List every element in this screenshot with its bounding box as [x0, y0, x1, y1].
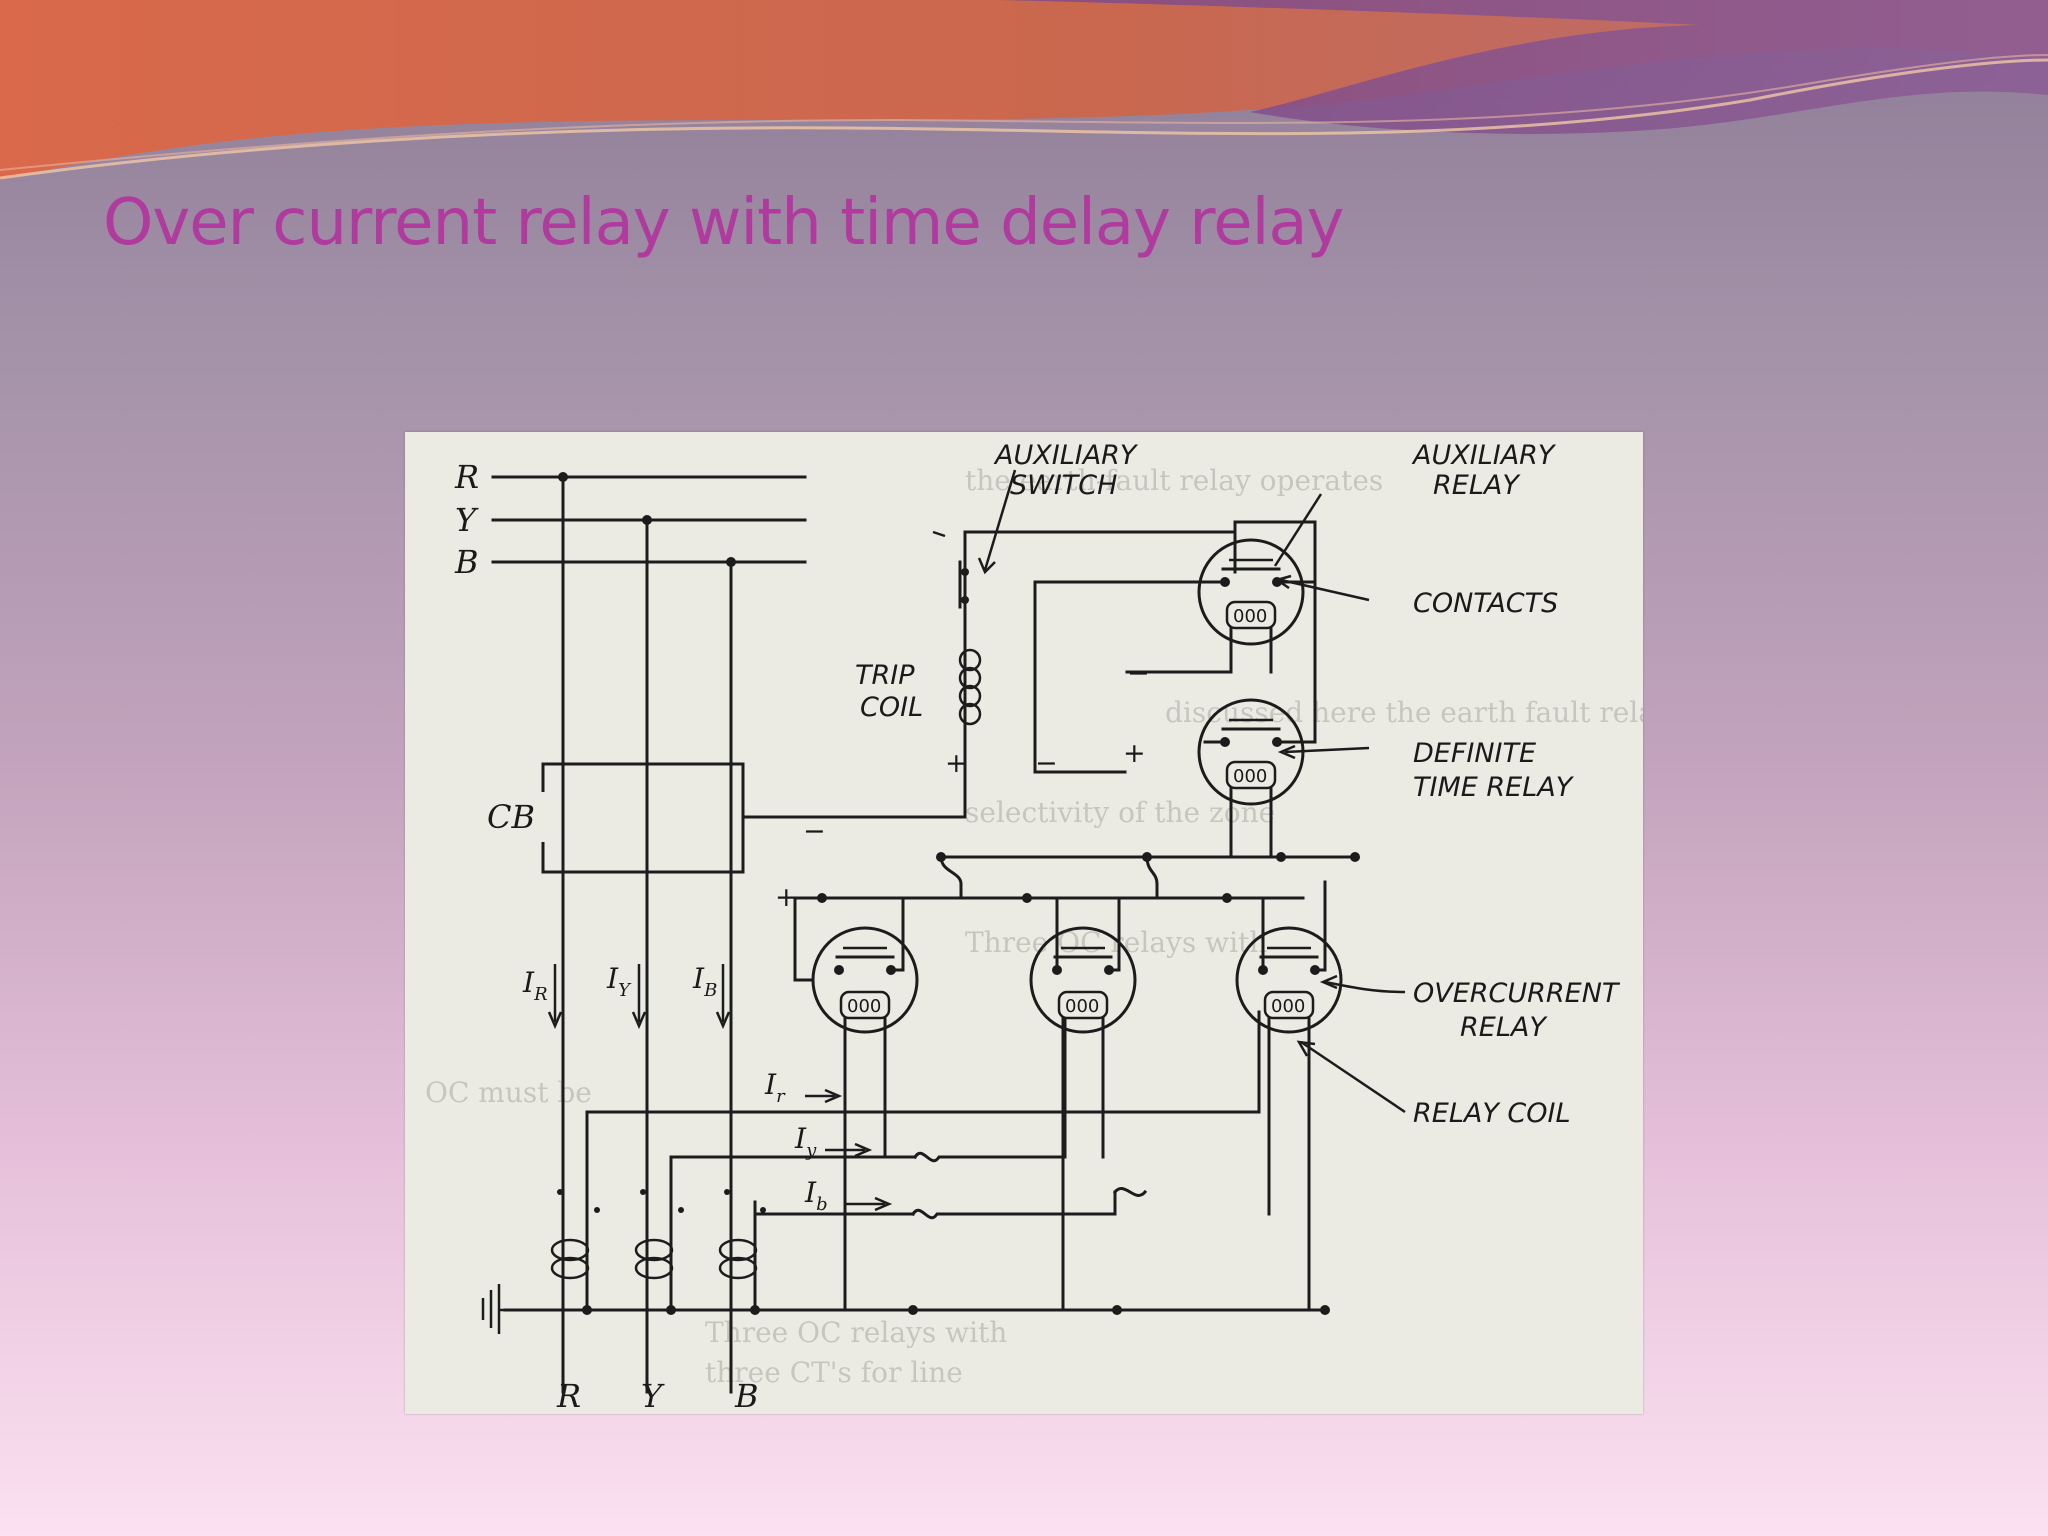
- bus-label-b: B: [454, 543, 479, 581]
- header-wave-decoration: [0, 0, 2048, 180]
- definite-time-relay: 000 − + DEFINITE TIME RELAY: [1033, 580, 1575, 859]
- trip-circuit: + AUXILIARY SWITCH TRIP COIL: [741, 440, 1237, 819]
- overcurrent-relay-2: 000: [1029, 896, 1137, 1312]
- svg-text:selectivity of the zone: selectivity of the zone: [965, 796, 1275, 829]
- relay-current-label-ir: I: [764, 1068, 777, 1101]
- ct-b: [718, 1189, 766, 1280]
- current-sub-iy: Y: [618, 980, 632, 1001]
- relay-current-sub-ib: b: [816, 1194, 828, 1215]
- label-auxiliary-switch-line2: SWITCH: [1010, 470, 1117, 501]
- current-label-ir: I: [522, 966, 535, 999]
- bus-label-y: Y: [455, 501, 479, 539]
- ct-y: [634, 1189, 684, 1280]
- relay-circuit-diagram: the earth-fault relay operates discussed…: [405, 432, 1643, 1414]
- bus-label-r: R: [454, 458, 479, 496]
- relay-current-label-ib: I: [804, 1176, 817, 1209]
- ct-secondary-leads: Ir Iy Ib: [585, 1010, 1261, 1220]
- svg-text:IB: IB: [692, 962, 717, 1001]
- relay-coil-marking-1: 000: [847, 996, 881, 1017]
- label-trip-coil-line2: COIL: [860, 692, 923, 723]
- label-relay-coil: RELAY COIL: [1413, 1098, 1571, 1129]
- slide-title: Over current relay with time delay relay: [103, 186, 1344, 260]
- auxiliary-relay: 000 − AUXILIARY RELAY CONTACTS: [1033, 440, 1558, 774]
- current-sub-ib: B: [703, 980, 717, 1001]
- ct-r: [550, 1189, 600, 1280]
- label-overcurrent-relay-line2: RELAY: [1460, 1012, 1548, 1043]
- label-auxiliary-relay-line1: AUXILIARY: [1411, 440, 1557, 471]
- label-auxiliary-switch-line1: AUXILIARY: [993, 440, 1139, 471]
- relay-current-label-iy: I: [794, 1122, 807, 1155]
- svg-text:IY: IY: [606, 962, 632, 1001]
- svg-text:OC must be: OC must be: [425, 1076, 592, 1109]
- svg-text:Three OC relays with: Three OC relays with: [705, 1316, 1007, 1349]
- label-auxiliary-relay-line2: RELAY: [1433, 470, 1521, 501]
- relay-coil-marking-2: 000: [1065, 996, 1099, 1017]
- feeder-label-b: B: [734, 1377, 759, 1414]
- svg-text:three CT's for line: three CT's for line: [705, 1356, 963, 1389]
- circuit-schematic: the earth-fault relay operates discussed…: [425, 440, 1643, 1414]
- overcurrent-relays: 000 000: [775, 816, 1360, 1312]
- trip-coil-symbol: [958, 648, 982, 726]
- label-definite-time-relay-line2: TIME RELAY: [1413, 772, 1575, 803]
- relay-coil-marking-3: 000: [1271, 996, 1305, 1017]
- label-trip-coil-line1: TRIP: [855, 660, 915, 691]
- current-sub-ir: R: [533, 984, 548, 1005]
- label-overcurrent-relay-line1: OVERCURRENT: [1413, 978, 1621, 1009]
- current-transformers: [481, 1189, 1330, 1334]
- phase-current-arrows: IR IY IB: [522, 962, 731, 1030]
- svg-text:the earth-fault relay operates: the earth-fault relay operates: [965, 464, 1383, 497]
- svg-text:Iy: Iy: [794, 1122, 817, 1161]
- overcurrent-relay-1: 000: [793, 896, 919, 1312]
- svg-text:IR: IR: [522, 966, 548, 1005]
- feeder-label-r: R: [556, 1377, 581, 1414]
- overcurrent-relay-3: 000: [1235, 880, 1343, 1312]
- polarity-sign-plus-bus: +: [775, 882, 798, 913]
- earth-symbol: [481, 1284, 515, 1334]
- dt-relay-coil-marking: 000: [1233, 766, 1267, 787]
- bus-bars: R Y B: [454, 458, 807, 581]
- label-definite-time-relay-line1: DEFINITE: [1413, 738, 1536, 769]
- relay-current-sub-iy: y: [805, 1140, 817, 1161]
- svg-text:Three OC relays with: Three OC relays with: [965, 926, 1267, 959]
- current-label-ib: I: [692, 962, 705, 995]
- overcurrent-labels: OVERCURRENT RELAY RELAY COIL: [1296, 974, 1621, 1129]
- polarity-sign-dt-minus: −: [1035, 748, 1058, 779]
- aux-relay-coil-marking: 000: [1233, 606, 1267, 627]
- breaker-label: CB: [487, 798, 535, 836]
- polarity-sign-trip-plus: +: [945, 748, 968, 779]
- polarity-sign-minus-bus: −: [803, 816, 826, 847]
- feeder-label-y: Y: [641, 1377, 665, 1414]
- current-label-iy: I: [606, 962, 619, 995]
- background-bleed-text: the earth-fault relay operates discussed…: [425, 464, 1643, 1389]
- svg-text:Ir: Ir: [764, 1068, 786, 1107]
- svg-text:Ib: Ib: [804, 1176, 828, 1215]
- label-contacts: CONTACTS: [1413, 588, 1558, 619]
- polarity-sign-aux-minus: −: [1127, 658, 1150, 689]
- circuit-breaker: CB: [487, 762, 745, 874]
- polarity-sign-dt-plus: +: [1123, 738, 1146, 769]
- relay-current-sub-ir: r: [776, 1086, 786, 1107]
